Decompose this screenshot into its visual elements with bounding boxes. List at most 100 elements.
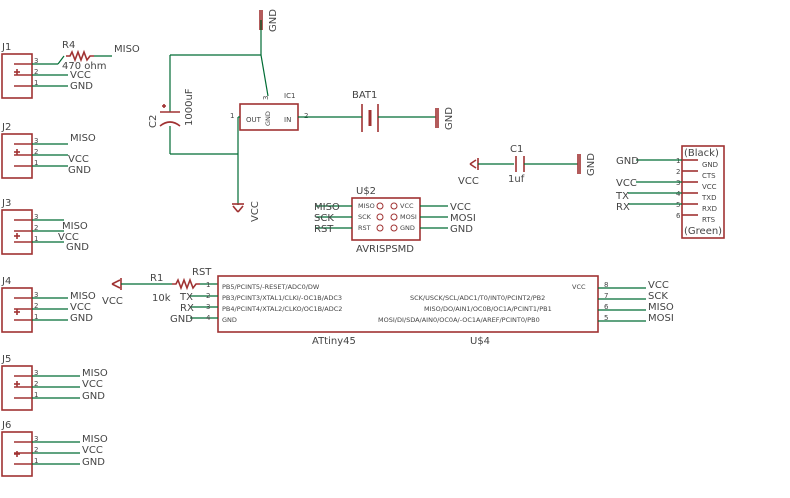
pin-number: 1	[230, 112, 234, 120]
pin-number: 1	[34, 159, 38, 167]
ftdi-body	[681, 145, 725, 239]
capacitor-c1-section: VCC C1 1uf GND	[458, 144, 597, 187]
pin-number: 3	[34, 435, 38, 443]
pin-number: 4	[206, 314, 211, 322]
net-label: VCC	[70, 302, 91, 313]
regulator-pin-gnd: GND	[264, 111, 272, 126]
resistor-r4: R4 470 ohm MISO	[62, 40, 140, 72]
attiny-pin: SCK/USCK/SCL/ADC1/T0/INT0/PCINT2/PB2	[410, 294, 545, 302]
pin-number: 1	[206, 281, 210, 289]
connector-name: J3	[1, 198, 11, 209]
connector-j1: J1 3 2 1 VCC GND	[1, 42, 93, 99]
pin-number: 2	[676, 168, 680, 176]
pin-number: 1	[34, 391, 38, 399]
pin-number: 7	[604, 292, 608, 300]
isp-body	[351, 197, 421, 241]
net-label: MISO	[82, 434, 108, 445]
pin-number: 6	[604, 303, 609, 311]
net-label: GND	[70, 313, 93, 324]
attiny-pin: PB4/PCINT4/XTAL2/CLKO/OC1B/ADC2	[222, 305, 342, 313]
connector-name: J1	[1, 42, 11, 53]
ftdi-top-label: (Black)	[684, 148, 719, 159]
attiny-name: U$4	[470, 336, 490, 347]
isp-pin: RST	[358, 224, 371, 232]
attiny-pin: PB3/PCINT3/XTAL1/CLKI/-OC1B/ADC3	[222, 294, 342, 302]
attiny-pin: GND	[222, 316, 237, 324]
attiny-body	[217, 275, 599, 333]
connector-body	[1, 53, 33, 99]
pin-number: 3	[676, 179, 680, 187]
vcc-label: VCC	[458, 176, 479, 187]
net-label: GND	[68, 165, 91, 176]
net-label: RX	[616, 202, 630, 213]
net-label: TX	[179, 292, 193, 303]
net-label: VCC	[82, 379, 103, 390]
battery-bat1: BAT1	[352, 90, 436, 132]
ftdi-pin: RTS	[702, 216, 716, 224]
isp-name: U$2	[356, 186, 376, 197]
net-label: GND	[450, 224, 473, 235]
net-label: VCC	[82, 445, 103, 456]
pin-number: 3	[206, 303, 210, 311]
connector-j3: J3 3 2 1 MISO VCC GND	[1, 198, 89, 255]
pin-number: 3	[34, 213, 38, 221]
regulator-name: IC1	[284, 92, 295, 100]
resistor-name: R1	[150, 273, 163, 284]
ftdi-pin: VCC	[702, 183, 717, 191]
connector-name: J2	[1, 122, 11, 133]
ftdi-pin: RXD	[702, 205, 717, 213]
capacitor-name: C1	[510, 144, 523, 155]
vcc-label: VCC	[102, 296, 123, 307]
attiny-pin: MOSI/DI/SDA/AIN0/OC0A/-OC1A/AREF/PCINT0/…	[378, 316, 540, 324]
pin-number: 1	[34, 235, 38, 243]
capacitor-value: 1uf	[508, 174, 525, 185]
isp-value: AVRISPSMD	[356, 244, 414, 255]
pin-number: 4	[676, 190, 681, 198]
pin-number: 3	[262, 96, 270, 100]
pin-number: 5	[676, 201, 680, 209]
net-label: SCK	[314, 213, 334, 224]
net-label: MISO	[70, 291, 96, 302]
pin-number: 2	[34, 224, 38, 232]
net-label: VCC	[616, 178, 637, 189]
ftdi-pin: TXD	[701, 194, 716, 202]
pin-number: 3	[34, 291, 38, 299]
net-label: VCC	[58, 232, 79, 243]
connector-name: J4	[1, 276, 11, 287]
ftdi-bottom-label: (Green)	[684, 226, 722, 237]
capacitor-value: 1000uF	[184, 88, 195, 126]
net-label: GND	[82, 457, 105, 468]
isp-pin: MOSI	[400, 213, 417, 221]
pin-number: 2	[304, 112, 308, 120]
connector-j2: J2 3 2 1 MISO VCC GND	[1, 122, 96, 179]
regulator-pin-in: IN	[284, 116, 291, 124]
attiny-pin: VCC	[572, 283, 586, 291]
pin-number: 2	[34, 380, 38, 388]
pin-number: 1	[34, 79, 38, 87]
ground-label: GND	[444, 107, 455, 130]
net-label: GND	[82, 391, 105, 402]
pin-number: 3	[34, 57, 38, 65]
capacitor-name: C2	[148, 115, 159, 128]
resistor-value: 10k	[152, 293, 171, 304]
pin-number: 3	[34, 137, 38, 145]
ftdi-pin: CTS	[702, 172, 716, 180]
net-label: GND	[170, 314, 193, 325]
resistor-name: R4	[62, 40, 75, 51]
net-label: RST	[314, 224, 334, 235]
net-label: MISO	[62, 221, 88, 232]
attiny45: 1 2 3 4 PB5/PCINT5/-RESET/ADC0/DW PB3/PC…	[170, 275, 674, 347]
net-label: VCC	[70, 70, 91, 81]
pin-number: 2	[34, 68, 38, 76]
net-label: MISO	[314, 202, 340, 213]
net-label: VCC	[648, 280, 669, 291]
net-label: GND	[70, 81, 93, 92]
pin-number: 8	[604, 281, 608, 289]
pin-number: 5	[604, 314, 608, 322]
isp-pin: SCK	[358, 213, 372, 221]
net-label: MISO	[648, 302, 674, 313]
pin-number: 2	[206, 292, 210, 300]
pin-number: 2	[34, 148, 38, 156]
pin-number: 1	[34, 457, 38, 465]
